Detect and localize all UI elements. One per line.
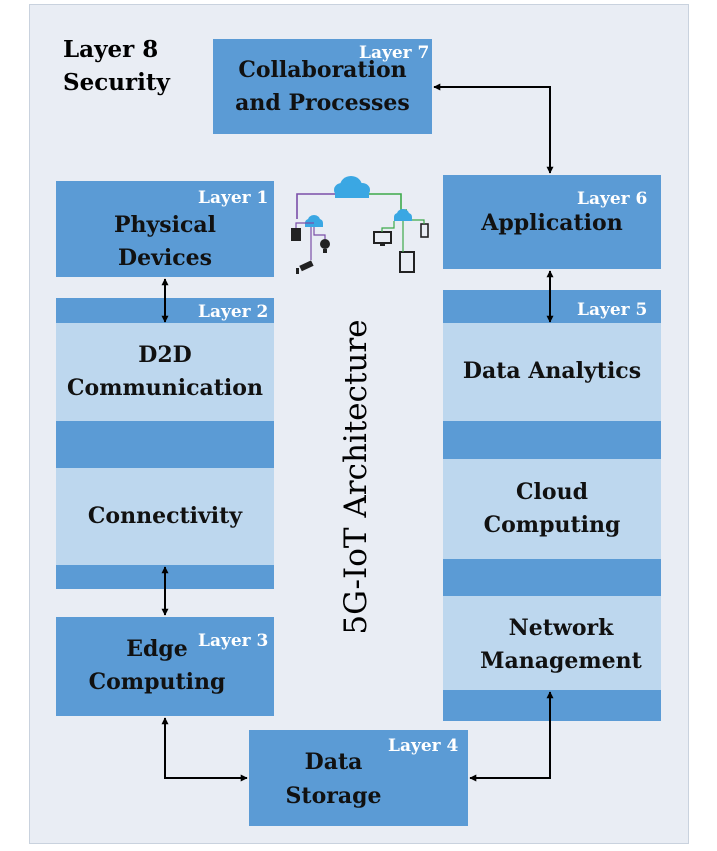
cloud-computing-title-line2: Computing (483, 512, 621, 538)
connectivity-block: Connectivity (56, 468, 274, 565)
network-management-block: Network Management (443, 596, 661, 690)
phone-icon (420, 223, 429, 238)
d2d-title-line2: Communication (67, 375, 263, 401)
layer3-tag: Layer 3 (198, 631, 269, 651)
layer3-title-line1: Edge (126, 636, 188, 662)
connectivity-title: Connectivity (87, 503, 243, 529)
layer6-tag: Layer 6 (577, 189, 648, 209)
security-label: Security (63, 69, 170, 96)
layer3-title-line2: Computing (88, 669, 226, 695)
network-management-title-line1: Network (508, 615, 614, 641)
layer8-label: Layer 8 (63, 36, 159, 63)
layer1-box: Layer 1 Physical Devices (56, 181, 274, 277)
layer1-title-line1: Physical (113, 212, 217, 238)
layer6-box: Layer 6 Application (443, 175, 661, 269)
cloud-icon (394, 209, 412, 221)
tablet-icon (399, 251, 415, 273)
coffee-maker-icon (291, 228, 301, 241)
layer3-box: Layer 3 Edge Computing (56, 617, 274, 716)
arrow-layer3-layer4 (161, 717, 248, 782)
arrow-layer4-layer5 (469, 691, 554, 782)
cloud-computing-block: Cloud Computing (443, 459, 661, 559)
cloud-icon (305, 215, 323, 227)
layer7-tag: Layer 7 (359, 43, 430, 63)
layer6-title: Application (481, 210, 623, 236)
cloud-icon (334, 176, 370, 198)
layer4-title-line2: Storage (285, 783, 382, 809)
iot-network-illustration (291, 176, 429, 274)
layer2-tag: Layer 2 (198, 302, 269, 322)
bulb-icon (320, 239, 330, 253)
layer7-title-line2: and Processes (235, 90, 410, 116)
layer7-box: Layer 7 Collaboration and Processes (213, 39, 432, 134)
data-analytics-block: Data Analytics (443, 323, 661, 421)
layer7-title-line1: Collaboration (238, 57, 407, 83)
arrow-layer7-layer6 (433, 83, 554, 174)
layer4-title-line1: Data (304, 749, 363, 775)
cloud-computing-title-line1: Cloud (516, 479, 588, 505)
layer1-title-line2: Devices (118, 245, 212, 271)
data-analytics-title: Data Analytics (462, 358, 642, 384)
layer4-box: Layer 4 Data Storage (249, 730, 468, 826)
layer1-tag: Layer 1 (198, 188, 269, 208)
monitor-icon (373, 231, 392, 246)
d2d-title-line1: D2D (138, 342, 192, 368)
layer4-tag: Layer 4 (388, 736, 459, 756)
network-management-title-line2: Management (480, 648, 642, 674)
camera-icon (296, 260, 314, 274)
d2d-communication-block: D2D Communication (56, 323, 274, 421)
layer5-tag: Layer 5 (577, 300, 648, 320)
